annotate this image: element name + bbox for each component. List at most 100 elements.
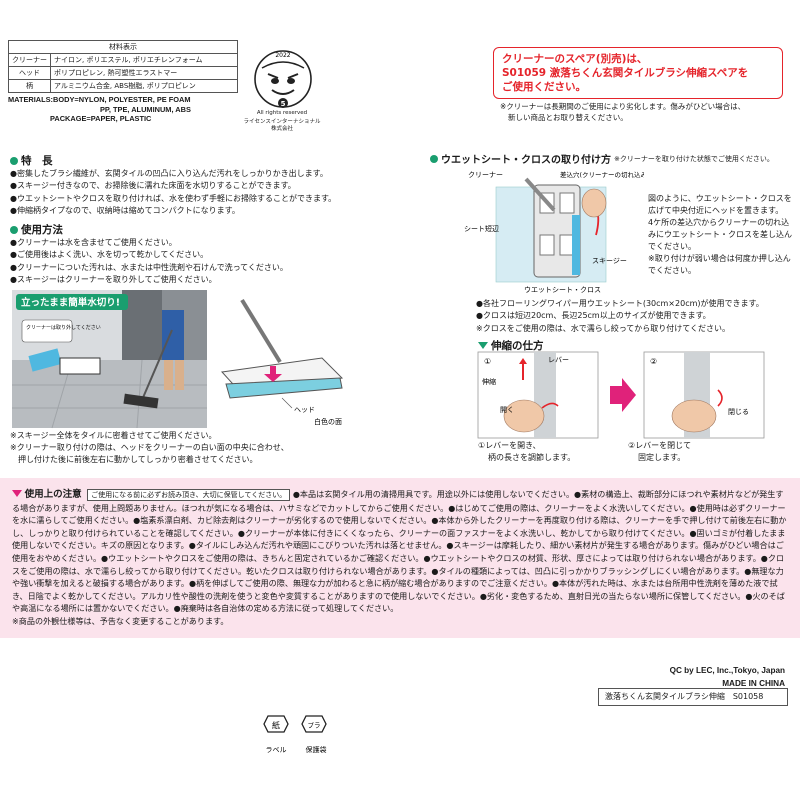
plastic-recycle-icon: プラ [301, 715, 327, 733]
label-squeegee: スキージー [592, 257, 627, 265]
extend-step-1: ①レバーを開き、 柄の長さを調節します。 [478, 440, 608, 464]
usage-notes: ※スキージー全体をタイルに密着させてご使用ください。 ※クリーナー取り付けの際は… [10, 430, 420, 466]
attach-notes: ●各社フローリングワイパー用ウエットシート(30cm×20cm)が使用できます。… [476, 298, 791, 335]
bullet-triangle-icon [478, 342, 488, 349]
attach-section-title: ウエットシート・クロスの取り付け方 ※クリーナーを取り付けた状態でご使用ください… [430, 151, 790, 166]
label-lever-1: レバー [548, 356, 569, 364]
step1-number: ① [484, 357, 491, 366]
extend-diagram: ① 伸縮 レバー 開く ② 閉じる [474, 350, 794, 468]
materials-english-line: PACKAGE=PAPER, PLASTIC [50, 114, 152, 123]
materials-table: 材料表示 クリーナーナイロン, ポリエステル, ポリエチレンフォーム ヘッドポリ… [8, 40, 238, 93]
caution-section: 使用上の注意 ご使用になる前に必ずお読み頂き、大切に保管してください。 ●本品は… [0, 478, 800, 638]
mascot-year: 2022 [275, 52, 290, 59]
caution-body: ●本品は玄関タイル用の清掃用具です。用途以外には使用しないでください。●素材の構… [12, 489, 787, 614]
attach-title: ウエットシート・クロスの取り付け方 [441, 155, 611, 166]
extend-step-2: ②レバーを閉じて 固定します。 [628, 440, 758, 464]
warning-icon [12, 490, 22, 497]
usage-banner: 立ったまま簡単水切り! [21, 297, 120, 309]
extend-title: 伸縮の仕方 [491, 340, 544, 352]
features-section: 特 長 ●密集したブラシ繊維が、玄関タイルの凹凸に入り込んだ汚れをしっかりかき出… [10, 153, 420, 218]
recycle-marks: 紙 ラベル プラ 保護袋 [258, 712, 358, 758]
mascot-company: 株式会社 [270, 126, 293, 132]
spare-line: S01059 激落ちくん玄関タイルブラシ伸縮スペアを [502, 67, 749, 79]
manufacturer-info: QC by LEC, Inc.,Tokyo, Japan MADE IN CHI… [670, 664, 785, 690]
materials-value: ナイロン, ポリエステル, ポリエチレンフォーム [50, 53, 238, 67]
product-name-box: 激落ちくん玄関タイルブラシ伸縮 S01058 [598, 688, 788, 706]
spare-note: ※クリーナーは長期間のご使用により劣化します。傷みがひどい場合は、 新しい商品と… [500, 101, 790, 123]
materials-english-line: PP, TPE, ALUMINUM, ABS [100, 104, 191, 114]
usage-bubble: クリーナーは取り外してください [26, 324, 101, 331]
label-white-side: 白色の面 [314, 417, 342, 426]
feature-item: ●密集したブラシ繊維が、玄関タイルの凹凸に入り込んだ汚れをしっかりかき出します。 [10, 169, 328, 178]
usage-item: ●ご使用後はよく洗い、水を切って乾かしてください。 [10, 250, 209, 260]
spare-notice: クリーナーのスペア(別売)は、 S01059 激落ちくん玄関タイルブラシ伸縮スペ… [493, 47, 783, 99]
attach-diagram: クリーナー 差込穴(クリーナーの切れ込み) シート短辺 スキージー ウエットシー… [464, 165, 650, 295]
label-open: 開く [500, 406, 514, 414]
step2-line: ②レバーを閉じて [628, 441, 692, 450]
spare-line: クリーナーのスペア(別売)は、 [502, 53, 648, 65]
label-close: 閉じる [728, 408, 749, 416]
feature-item: ●スキージー付きなので、お掃除後に濡れた床面を水切りすることができます。 [10, 181, 296, 191]
origin-line: MADE IN CHINA [722, 679, 785, 688]
attach-desc-line: 図のように、ウエットシート・クロスを広げて中央付近にヘッドを置きます。 [648, 194, 792, 215]
label-cloth: ウエットシート・クロス [524, 286, 601, 294]
caution-label: ご使用になる前に必ずお読み頂き、大切に保管してください。 [87, 489, 291, 501]
step2-line: 固定します。 [638, 453, 686, 462]
mascot-number: 5 [281, 100, 286, 108]
paper-recycle-icon: 紙 [263, 715, 289, 733]
label-sheet-short: シート短辺 [464, 224, 499, 233]
usage-note: ※スキージー全体をタイルに密着させてご使用ください。 [10, 431, 217, 440]
bullet-icon [430, 154, 438, 163]
attach-desc-line: 4ケ所の差込穴からクリーナーの切れ込みにウエットシート・クロスを差し込んでくださ… [648, 218, 792, 251]
usage-item: ●クリーナーは水を含ませてご使用ください。 [10, 238, 177, 247]
attach-description: 図のように、ウエットシート・クロスを広げて中央付近にヘッドを置きます。 4ケ所の… [648, 193, 793, 277]
step1-line: 柄の長さを調節します。 [488, 453, 576, 462]
materials-value: アルミニウム合金, ABS樹脂, ポリプロピレン [50, 79, 238, 93]
caution-title: 使用上の注意 [24, 489, 82, 500]
materials-english: MATERIALS:BODY=NYLON, POLYESTER, PE FOAM… [8, 95, 243, 124]
caution-footnote: ※商品の外観仕様等は、予告なく変更することがあります。 [12, 615, 229, 626]
materials-part: ヘッド [8, 66, 51, 80]
spare-note-line: ※クリーナーは長期間のご使用により劣化します。傷みがひどい場合は、 [500, 102, 746, 111]
label-cleaner: クリーナー [468, 171, 503, 179]
attach-note: ※クロスをご使用の際は、水で濡らし絞ってから取り付けてください。 [476, 323, 731, 333]
materials-value: ポリプロピレン, 熱可塑性エラストマー [50, 66, 238, 80]
step2-number: ② [650, 357, 657, 366]
usage-note: 押し付けた後に前後左右に動かしてしっかり密着させてください。 [10, 455, 258, 464]
attach-note: ●クロスは短辺20cm、長辺25cm以上のサイズが使用できます。 [476, 311, 711, 321]
extend-section-title: 伸縮の仕方 [478, 338, 544, 353]
features-title: 特 長 [21, 155, 53, 167]
usage-illustration: 立ったまま簡単水切り! クリーナーは取り外してください ヘッド 白色の面 [12, 290, 422, 430]
paper-mark-text: 紙 [272, 720, 280, 730]
materials-header: 材料表示 [8, 40, 238, 54]
mascot-logo: 2022 5 [248, 44, 318, 132]
label-extend: 伸縮 [482, 377, 496, 386]
label-head: ヘッド [294, 406, 315, 414]
bullet-icon [10, 225, 18, 234]
mascot-rights: All rights reserved [256, 110, 308, 116]
attach-title-note: ※クリーナーを取り付けた状態でご使用ください。 [614, 154, 774, 163]
usage-item: ●スキージーはクリーナーを取り外してご使用ください。 [10, 275, 217, 285]
mascot-caption: All rights reserved ライセンスインターナショナル 株式会社 [232, 110, 332, 133]
materials-part: クリーナー [8, 53, 51, 67]
qc-line: QC by LEC, Inc.,Tokyo, Japan [669, 666, 785, 675]
spare-line: ご使用ください。 [502, 81, 586, 93]
spare-note-line: 新しい商品とお取り替えください。 [508, 113, 628, 122]
mascot-company: ライセンスインターナショナル [243, 119, 321, 125]
usage-section: 使用方法 ●クリーナーは水を含ませてご使用ください。 ●ご使用後はよく洗い、水を… [10, 222, 420, 287]
materials-english-line: MATERIALS:BODY=NYLON, POLYESTER, PE FOAM [8, 95, 191, 104]
usage-note: ※クリーナー取り付けの際は、ヘッドをクリーナーの白い面の中央に合わせ、 [10, 443, 289, 452]
usage-title: 使用方法 [21, 224, 63, 236]
materials-part: 柄 [8, 79, 51, 93]
feature-item: ●伸縮柄タイプなので、収納時は縮めてコンパクトになります。 [10, 206, 240, 216]
attach-note: ●各社フローリングワイパー用ウエットシート(30cm×20cm)が使用できます。 [476, 299, 764, 308]
feature-item: ●ウエットシートやクロスを取り付ければ、水を使わず手軽にお掃除することができます… [10, 193, 337, 203]
plastic-mark-text: プラ [308, 722, 321, 730]
plastic-label: 保護袋 [306, 745, 327, 754]
bullet-icon [10, 156, 18, 165]
step1-line: ①レバーを開き、 [478, 441, 541, 450]
attach-desc-line: ※取り付けが弱い場合は何度か押し込んでください。 [648, 254, 791, 275]
label-slot: 差込穴(クリーナーの切れ込み) [560, 170, 644, 179]
paper-label: ラベル [266, 746, 287, 754]
usage-item: ●クリーナーについた汚れは、水または中性洗剤や石けんで洗ってください。 [10, 262, 288, 272]
